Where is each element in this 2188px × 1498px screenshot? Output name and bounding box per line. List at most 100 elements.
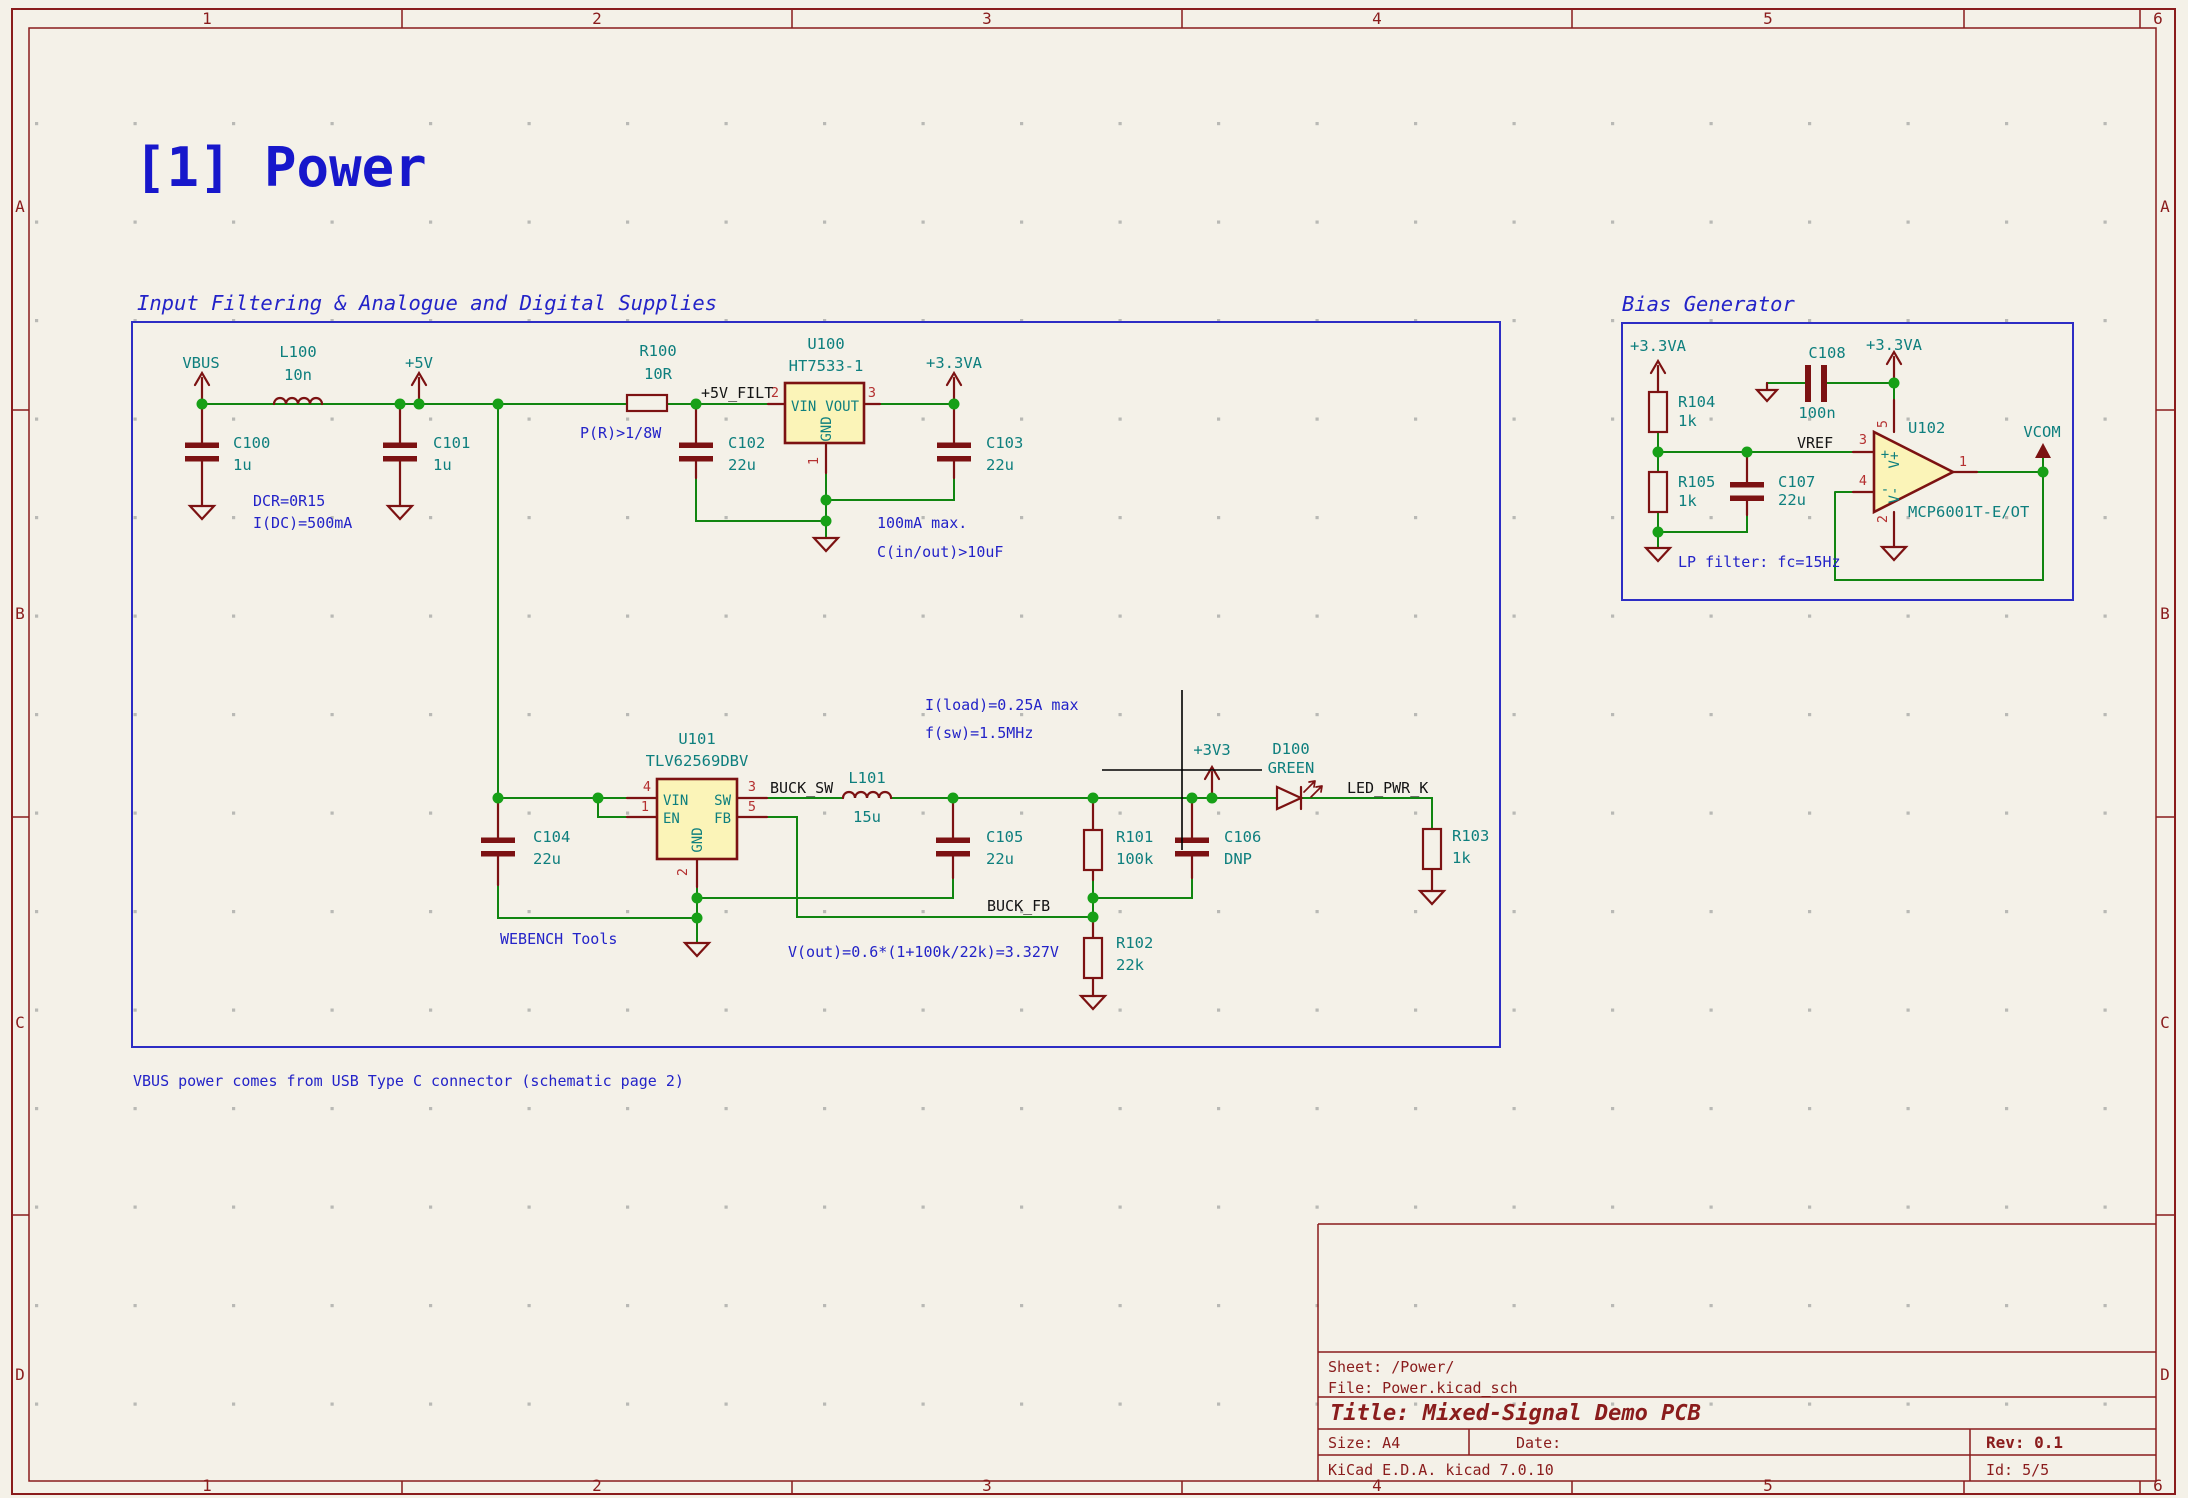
value[interactable]: 22u bbox=[533, 850, 561, 868]
resistor-symbol[interactable] bbox=[1082, 828, 1104, 872]
section-title-bias-generator[interactable]: Bias Generator bbox=[1622, 292, 1795, 316]
net-label-vref[interactable]: VREF bbox=[1797, 434, 1833, 452]
value[interactable]: 100k bbox=[1116, 850, 1154, 868]
ground-symbols[interactable] bbox=[188, 381, 1908, 1011]
note-webench[interactable]: WEBENCH Tools bbox=[500, 930, 617, 948]
value[interactable]: 1u bbox=[233, 456, 252, 474]
resistor-symbol[interactable] bbox=[1421, 827, 1443, 871]
reference[interactable]: C103 bbox=[986, 434, 1023, 452]
ic-U102-opamp[interactable]: U102 MCP6001T-E/OT + - V+ V- 3 4 1 5 2 bbox=[1859, 419, 2029, 523]
resistor-symbol[interactable] bbox=[1647, 470, 1669, 514]
capacitor-C100[interactable]: C100 1u bbox=[185, 434, 270, 474]
ic-body[interactable] bbox=[655, 777, 739, 861]
value[interactable]: 10R bbox=[644, 365, 673, 383]
value[interactable]: 22u bbox=[728, 456, 756, 474]
reference[interactable]: L101 bbox=[848, 769, 885, 787]
power-label-3v3[interactable]: +3V3 bbox=[1193, 741, 1230, 759]
value[interactable]: 10n bbox=[284, 366, 312, 384]
net-label-5v-filt[interactable]: +5V_FILT bbox=[701, 384, 773, 402]
value[interactable]: 22u bbox=[986, 850, 1014, 868]
net-label-led-pwr-k[interactable]: LED_PWR_K bbox=[1347, 779, 1428, 797]
value[interactable]: 1k bbox=[1678, 492, 1697, 510]
page-title[interactable]: [1] Power bbox=[134, 136, 427, 199]
input-section-box[interactable] bbox=[131, 321, 1501, 1048]
wire-opamp-feedback[interactable] bbox=[1834, 471, 2044, 581]
capacitor-C102[interactable]: C102 22u bbox=[679, 434, 765, 474]
note-power-rating[interactable]: P(R)>1/8W bbox=[580, 424, 662, 442]
reference[interactable]: C101 bbox=[433, 434, 470, 452]
value[interactable]: 1k bbox=[1678, 412, 1697, 430]
reference[interactable]: R100 bbox=[639, 342, 676, 360]
inductor-L100[interactable]: L100 10n bbox=[272, 343, 324, 406]
reference[interactable]: U101 bbox=[678, 730, 715, 748]
resistor-symbol[interactable] bbox=[625, 393, 669, 413]
reference[interactable]: C108 bbox=[1808, 344, 1845, 362]
value[interactable]: DNP bbox=[1224, 850, 1252, 868]
note-dcr[interactable]: DCR=0R15 bbox=[253, 492, 325, 510]
value[interactable]: TLV62569DBV bbox=[646, 752, 749, 770]
capacitor-C101[interactable]: C101 1u bbox=[383, 434, 470, 474]
reference[interactable]: R101 bbox=[1116, 828, 1153, 846]
resistor-R102[interactable]: R102 22k bbox=[1082, 934, 1153, 980]
note-fsw[interactable]: f(sw)=1.5MHz bbox=[925, 724, 1033, 742]
power-label-vcom[interactable]: VCOM bbox=[2023, 423, 2060, 441]
resistor-R101[interactable]: R101 100k bbox=[1082, 828, 1154, 872]
capacitor-C107[interactable]: C107 22u bbox=[1730, 473, 1815, 509]
value[interactable]: 1u bbox=[433, 456, 452, 474]
bias-section-box[interactable] bbox=[1621, 322, 2074, 601]
power-label-vbus[interactable]: VBUS bbox=[182, 354, 219, 372]
reference[interactable]: R103 bbox=[1452, 827, 1489, 845]
note-idc[interactable]: I(DC)=500mA bbox=[253, 514, 352, 532]
ic-U100-regulator[interactable]: U100 HT7533-1 VIN VOUT GND 2 3 1 bbox=[771, 335, 876, 465]
capacitor-C105[interactable]: C105 22u bbox=[936, 828, 1023, 868]
reference[interactable]: R102 bbox=[1116, 934, 1153, 952]
ic-U101-buck[interactable]: U101 TLV62569DBV VIN EN SW FB GND 4 1 3 … bbox=[641, 730, 756, 876]
reference[interactable]: U102 bbox=[1908, 419, 1945, 437]
inductor-L101[interactable]: L101 15u bbox=[841, 769, 893, 826]
reference[interactable]: C102 bbox=[728, 434, 765, 452]
value[interactable]: 22u bbox=[1778, 491, 1806, 509]
value[interactable]: 15u bbox=[853, 808, 881, 826]
power-label-3v3a-opamp[interactable]: +3.3VA bbox=[1866, 336, 1923, 354]
value[interactable]: MCP6001T-E/OT bbox=[1908, 503, 2029, 521]
value[interactable]: 22k bbox=[1116, 956, 1145, 974]
wire-buck-fb[interactable] bbox=[766, 816, 1094, 918]
note-cinout[interactable]: C(in/out)>10uF bbox=[877, 543, 1003, 561]
vcom-arrow-icon[interactable] bbox=[2035, 443, 2051, 458]
resistor-R103[interactable]: R103 1k bbox=[1421, 827, 1489, 871]
net-label-buck-fb[interactable]: BUCK_FB bbox=[987, 897, 1050, 915]
reference[interactable]: D100 bbox=[1272, 740, 1309, 758]
value[interactable]: HT7533-1 bbox=[789, 357, 864, 375]
section-title-input-filtering[interactable]: Input Filtering & Analogue and Digital S… bbox=[137, 291, 717, 315]
power-symbols[interactable]: VBUS +5V +3.3VA +3V3 +3.3VA +3.3VA VCOM bbox=[182, 336, 2061, 800]
resistor-R104[interactable]: R104 1k bbox=[1647, 390, 1715, 434]
resistor-R105[interactable]: R105 1k bbox=[1647, 470, 1715, 514]
reference[interactable]: C104 bbox=[533, 828, 570, 846]
value[interactable]: 100n bbox=[1798, 404, 1835, 422]
reference[interactable]: C100 bbox=[233, 434, 270, 452]
wire-led-cathode[interactable] bbox=[1300, 797, 1433, 830]
resistor-symbol[interactable] bbox=[1647, 390, 1669, 434]
note-vbus-source[interactable]: VBUS power comes from USB Type C connect… bbox=[133, 1072, 684, 1090]
note-lp-filter[interactable]: LP filter: fc=15Hz bbox=[1678, 553, 1841, 571]
note-100ma-max[interactable]: 100mA max. bbox=[877, 514, 967, 532]
reference[interactable]: L100 bbox=[279, 343, 316, 361]
resistor-R100[interactable]: R100 10R bbox=[625, 342, 677, 413]
wire-buck-vin-en[interactable] bbox=[497, 797, 628, 818]
capacitor-C106[interactable]: C106 DNP bbox=[1175, 828, 1261, 868]
ic-body[interactable] bbox=[783, 381, 866, 445]
gnd-icon-c108[interactable] bbox=[1754, 381, 1780, 403]
capacitor-C108[interactable]: C108 100n bbox=[1798, 344, 1845, 422]
reference[interactable]: C107 bbox=[1778, 473, 1815, 491]
diode-symbol[interactable] bbox=[1275, 785, 1304, 811]
reference[interactable]: C105 bbox=[986, 828, 1023, 846]
power-label-5v[interactable]: +5V bbox=[405, 354, 433, 372]
led-D100[interactable]: D100 GREEN bbox=[1268, 740, 1323, 811]
wire-5v-rail[interactable] bbox=[201, 403, 769, 799]
power-label-3v3a[interactable]: +3.3VA bbox=[926, 354, 983, 372]
capacitor-C104[interactable]: C104 22u bbox=[481, 828, 570, 868]
opamp-triangle[interactable] bbox=[1872, 429, 1956, 515]
reference[interactable]: U100 bbox=[807, 335, 844, 353]
power-label-3v3a-bias[interactable]: +3.3VA bbox=[1630, 337, 1687, 355]
